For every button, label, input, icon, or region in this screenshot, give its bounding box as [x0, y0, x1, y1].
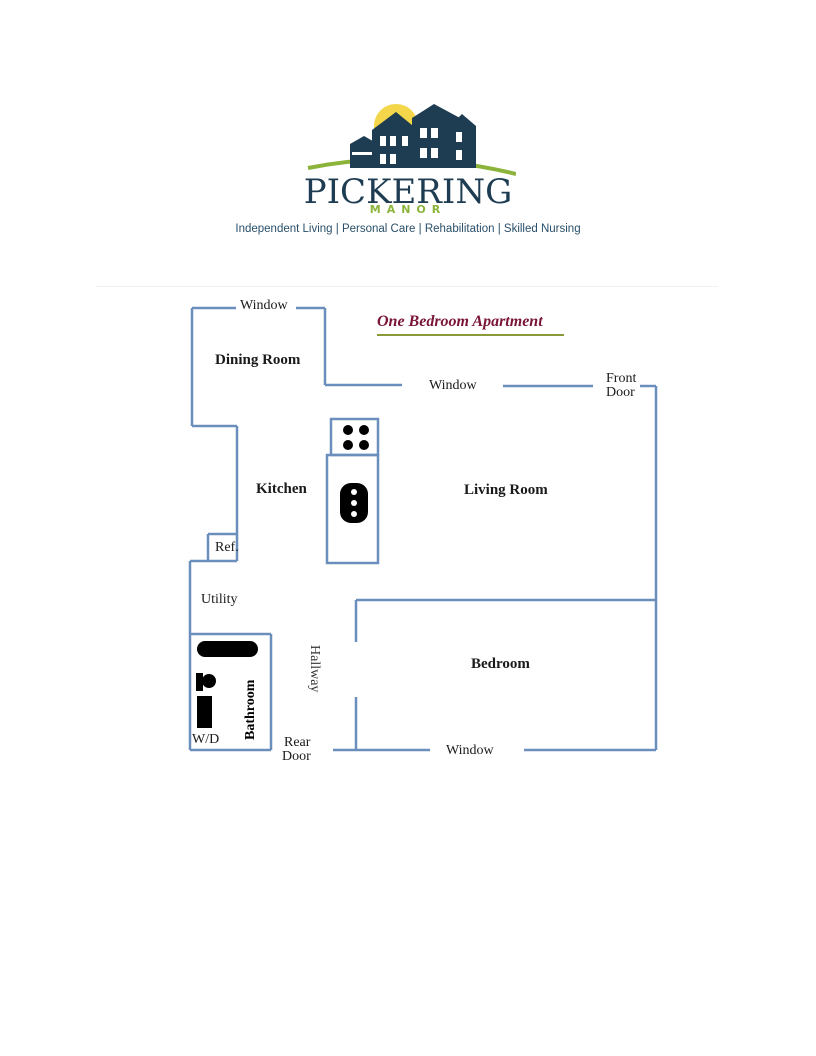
- logo: PICKERING MANOR Independent Living | Per…: [0, 96, 816, 246]
- wd-label: W/D: [192, 732, 220, 747]
- rear-door-label-1: Rear: [284, 735, 311, 750]
- living-room-label: Living Room: [464, 482, 548, 498]
- bedroom-label: Bedroom: [471, 656, 530, 672]
- dining-room-label: Dining Room: [215, 352, 301, 368]
- window-mid-label: Window: [429, 378, 477, 393]
- ref-label: Ref.: [215, 540, 239, 555]
- window-top-label: Window: [240, 298, 288, 313]
- title-underline: [377, 334, 564, 336]
- kitchen-label: Kitchen: [256, 481, 307, 497]
- utility-label: Utility: [201, 592, 238, 607]
- plan-title: One Bedroom Apartment: [377, 313, 543, 330]
- window-bottom-label: Window: [446, 743, 494, 758]
- rear-door-label-2: Door: [282, 749, 311, 764]
- tagline: Independent Living | Personal Care | Reh…: [235, 223, 581, 235]
- brand-name: PICKERING: [303, 172, 513, 212]
- divider: [96, 286, 718, 287]
- front-door-label-2: Door: [606, 385, 635, 400]
- bathroom-label: Bathroom: [243, 679, 258, 740]
- front-door-label-1: Front: [606, 371, 637, 386]
- hallway-label: Hallway: [307, 645, 322, 693]
- house-logo-icon: [307, 104, 516, 176]
- brand-sub: MANOR: [369, 203, 447, 216]
